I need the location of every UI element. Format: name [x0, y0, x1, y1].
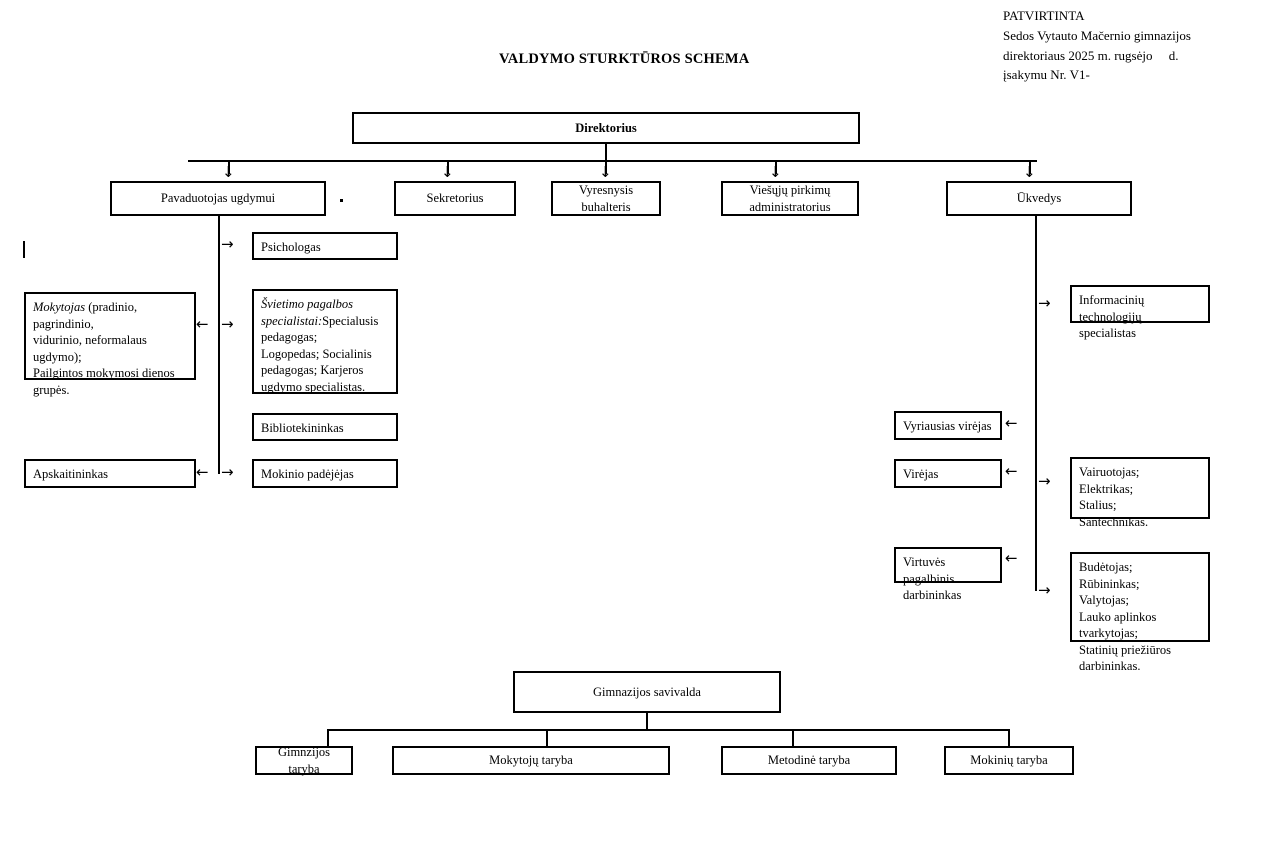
arrow-down-icon-1: ↓ [222, 163, 235, 181]
node-apskaitininkas[interactable]: Apskaitininkas [24, 459, 196, 488]
node-mokytojas[interactable]: Mokytojas (pradinio, pagrindinio, viduri… [24, 292, 196, 397]
node-sekretorius[interactable]: Sekretorius [394, 181, 516, 216]
node-vyresnysis-buhalteris[interactable]: Vyresnysis buhalteris [551, 181, 661, 216]
arrow-down-icon-2: ↓ [441, 163, 454, 181]
connector-drop-3 [605, 162, 607, 174]
node-svietimo-list: Specialusis pedagogas; Logopedas; Social… [261, 313, 379, 394]
arrow-right-icon-mokinio-padejejas: → [221, 463, 234, 481]
node-virejas[interactable]: Virėjas [894, 459, 1002, 488]
arrow-left-icon-virtuves-pagalbinis: ← [1005, 549, 1018, 567]
node-mokytojas-detail: (pradinio, pagrindinio, vidurinio, nefor… [33, 300, 175, 397]
connector-savivalda-bus [327, 729, 1010, 731]
node-pavaduotojas-ugdymui[interactable]: Pavaduotojas ugdymui [110, 181, 326, 216]
connector-deputy-spine [218, 216, 220, 474]
node-metodine-taryba[interactable]: Metodinė taryba [721, 746, 897, 775]
arrow-right-icon-psichologas: → [221, 235, 234, 253]
node-mokinio-padejejas[interactable]: Mokinio padėjėjas [252, 459, 398, 488]
connector-drop-2 [447, 162, 449, 174]
node-ukvedys[interactable]: Ūkvedys [946, 181, 1132, 216]
node-viesuju-pirkimu-administratorius[interactable]: Viešųjų pirkimų administratorius [721, 181, 859, 216]
arrow-down-icon-5: ↓ [1023, 163, 1036, 181]
arrow-down-icon-4: ↓ [769, 163, 782, 181]
arrow-left-icon-apskaitininkas: ← [196, 463, 209, 481]
connector-savivalda-drop-4 [1008, 729, 1010, 746]
arrow-right-icon-budetojas: → [1038, 581, 1051, 599]
connector-drop-4 [775, 162, 777, 174]
node-mokytoju-taryba[interactable]: Mokytojų taryba [392, 746, 670, 775]
node-vyriausias-virejas[interactable]: Vyriausias virėjas [894, 411, 1002, 440]
node-mokytojas-heading: Mokytojas [33, 300, 86, 314]
arrow-right-icon-svietimo: → [221, 315, 234, 333]
node-director[interactable]: Direktorius [352, 112, 860, 144]
connector-savivalda-drop-1 [327, 729, 329, 746]
connector-drop-5 [1029, 162, 1031, 174]
node-virtuves-pagalbinis-darbininkas[interactable]: Virtuvės pagalbinis darbininkas [894, 547, 1002, 602]
connector-director-drop [605, 144, 607, 161]
arrow-right-icon-vairuotojas: → [1038, 472, 1051, 490]
stray-dot-marker [340, 199, 343, 202]
connector-manager-spine [1035, 216, 1037, 591]
node-gimnazijos-taryba[interactable]: Gimnzijos taryba [255, 745, 353, 776]
connector-savivalda-drop [646, 713, 648, 730]
page-title: VALDYMO STURKTŪROS SCHEMA [499, 51, 750, 67]
stray-tick-marker [23, 241, 25, 258]
arrow-down-icon-3: ↓ [599, 163, 612, 181]
connector-level2-bus [188, 160, 1037, 162]
arrow-left-icon-vyriausias-virejas: ← [1005, 414, 1018, 432]
node-mokiniu-taryba[interactable]: Mokinių taryba [944, 746, 1074, 775]
connector-drop-1 [228, 162, 230, 174]
node-psichologas[interactable]: Psichologas [252, 232, 398, 260]
node-vairuotojas-group[interactable]: Vairuotojas; Elektrikas; Stalius; Santec… [1070, 457, 1210, 529]
node-bibliotekininkas[interactable]: Bibliotekininkas [252, 413, 398, 441]
node-gimnazijos-savivalda[interactable]: Gimnazijos savivalda [513, 671, 781, 713]
arrow-left-icon-virejas: ← [1005, 462, 1018, 480]
connector-savivalda-drop-2 [546, 729, 548, 746]
arrow-left-icon-mokytojas: ← [196, 315, 209, 333]
node-svietimo-heading: Švietimo pagalbos specialistai: [261, 297, 354, 328]
node-svietimo-pagalbos-specialistai[interactable]: Švietimo pagalbos specialistai:Specialus… [252, 289, 398, 394]
node-budetojas-group[interactable]: Budėtojas; Rūbininkas; Valytojas; Lauko … [1070, 552, 1210, 673]
arrow-right-icon-it-specialistas: → [1038, 294, 1051, 312]
connector-savivalda-drop-3 [792, 729, 794, 746]
node-informaciniu-technologiju-specialistas[interactable]: Informacinių technologijų specialistas [1070, 285, 1210, 340]
approval-header: PATVIRTINTA Sedos Vytauto Mačernio gimna… [1003, 8, 1191, 83]
